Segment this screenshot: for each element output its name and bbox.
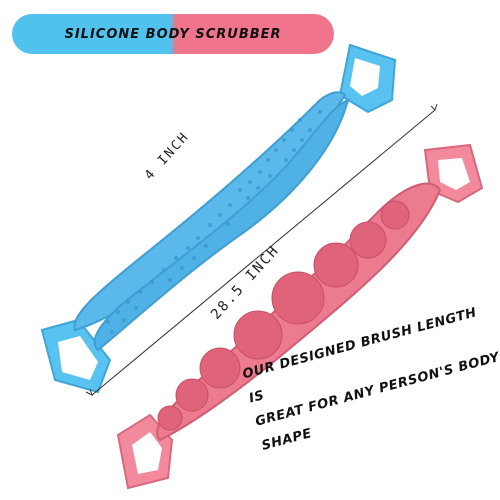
blue-bumps (106, 110, 322, 334)
pink-circles (157, 200, 410, 431)
pink-scrubber (116, 143, 484, 490)
banner-title: SILICONE BODY SCRUBBER (64, 26, 282, 42)
title-banner: SILICONE BODY SCRUBBER (12, 14, 334, 54)
blue-scrubber (40, 43, 397, 394)
length-dimension-line (85, 103, 438, 396)
